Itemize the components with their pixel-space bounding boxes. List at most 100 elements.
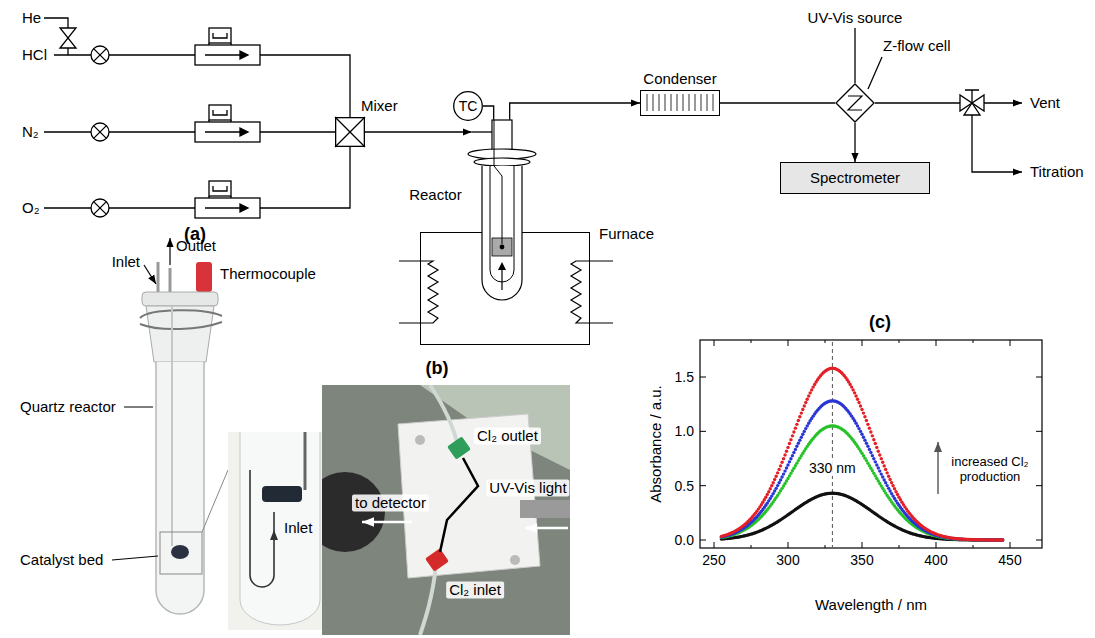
quartz-tube [156, 362, 204, 614]
data-point [888, 478, 891, 481]
photo-reactor [112, 238, 332, 630]
source-label: UV-Vis source [808, 9, 903, 26]
tick-mark [936, 340, 937, 548]
inner-tube [171, 306, 173, 546]
data-point [869, 451, 872, 454]
drawing-part [240, 204, 248, 212]
tick-mark [899, 340, 900, 548]
uv-line [854, 28, 855, 83]
data-point [880, 472, 883, 475]
data-point [878, 469, 881, 472]
drawing-part [209, 28, 231, 43]
tick-label: 1.0 [675, 423, 694, 439]
gas-tube [420, 566, 436, 635]
inset-bed [262, 486, 302, 502]
inlet-u-tube [250, 470, 274, 587]
data-point [885, 471, 888, 474]
data-point [871, 454, 874, 457]
pipe-connector [854, 123, 855, 162]
data-point [783, 469, 786, 472]
data-point [776, 471, 779, 474]
data-point [791, 454, 794, 457]
data-point [857, 401, 860, 404]
pipe-connector [365, 131, 472, 132]
data-point [779, 478, 782, 481]
drawing-part [472, 131, 492, 132]
data-point [884, 468, 887, 471]
tick-mark [700, 485, 1042, 486]
titration-line [972, 115, 1022, 172]
data-point [788, 442, 791, 445]
tick-label: 300 [776, 552, 799, 568]
drawing-part [335, 117, 365, 147]
data-point [866, 445, 869, 448]
tick-label: 0.5 [675, 478, 694, 494]
tick-mark [973, 340, 974, 548]
data-point [769, 487, 772, 490]
outlet-line [875, 102, 960, 103]
data-point [779, 464, 782, 467]
drawing-part [195, 45, 260, 65]
block-hole [510, 555, 520, 565]
drawing-part [454, 92, 483, 121]
data-point [881, 475, 884, 478]
vent-line [984, 102, 1022, 103]
flow-cell-diamond: Z-flow cell [835, 83, 875, 123]
data-point [891, 484, 894, 487]
data-point [866, 423, 869, 426]
data-point [880, 457, 883, 460]
data-point [804, 401, 807, 404]
light-arrow [362, 521, 412, 524]
data-point [807, 394, 810, 397]
gas-name: He [22, 9, 41, 26]
three-way-valve [964, 103, 980, 115]
gas-name: HCl [22, 46, 47, 63]
data-point [868, 426, 871, 429]
data-point [890, 481, 893, 484]
data-point [785, 466, 788, 469]
data-point [1001, 538, 1004, 541]
node-label: Z-flow cell [883, 37, 951, 54]
pipe-connector [720, 102, 835, 103]
pipe-connector [483, 106, 494, 120]
data-point [800, 411, 803, 414]
data-point [789, 457, 792, 460]
data-point [872, 457, 875, 460]
drawing-part [498, 262, 506, 270]
gas-name: O₂ [22, 199, 40, 216]
valve-symbol [91, 199, 109, 217]
axis-title: Wavelength / nm [815, 596, 927, 613]
tick-label: 450 [998, 552, 1021, 568]
data-point [780, 461, 783, 464]
drawing-part [499, 244, 504, 249]
data-point [877, 449, 880, 452]
drawing-part [91, 46, 109, 64]
data-point [795, 445, 798, 448]
drawing-part [94, 49, 107, 62]
node-label: Furnace [599, 225, 654, 242]
data-point [782, 472, 785, 475]
data-point [875, 446, 878, 449]
photo-flow-cell [322, 385, 570, 635]
axis-title: Absorbance / a.u. [647, 385, 664, 503]
light-arrow [525, 527, 568, 530]
data-point [874, 460, 877, 463]
z-flow-path [440, 458, 478, 552]
part-label: Thermocouple [220, 265, 316, 282]
catalyst-bed [171, 545, 189, 559]
data-point [862, 411, 865, 414]
thermocouple-cap [196, 262, 212, 292]
leader-line [124, 407, 153, 408]
data-point [777, 468, 780, 471]
data-point [795, 423, 798, 426]
inset-photo [228, 432, 332, 630]
data-point [786, 463, 789, 466]
data-point [798, 415, 801, 418]
drawing-part [209, 181, 231, 196]
furnace-box: FurnaceReactor [420, 232, 590, 345]
reactor-collar [142, 292, 218, 306]
part-label: to detector [352, 494, 429, 511]
node-label: Spectrometer [810, 169, 900, 186]
peak-line [832, 342, 833, 548]
